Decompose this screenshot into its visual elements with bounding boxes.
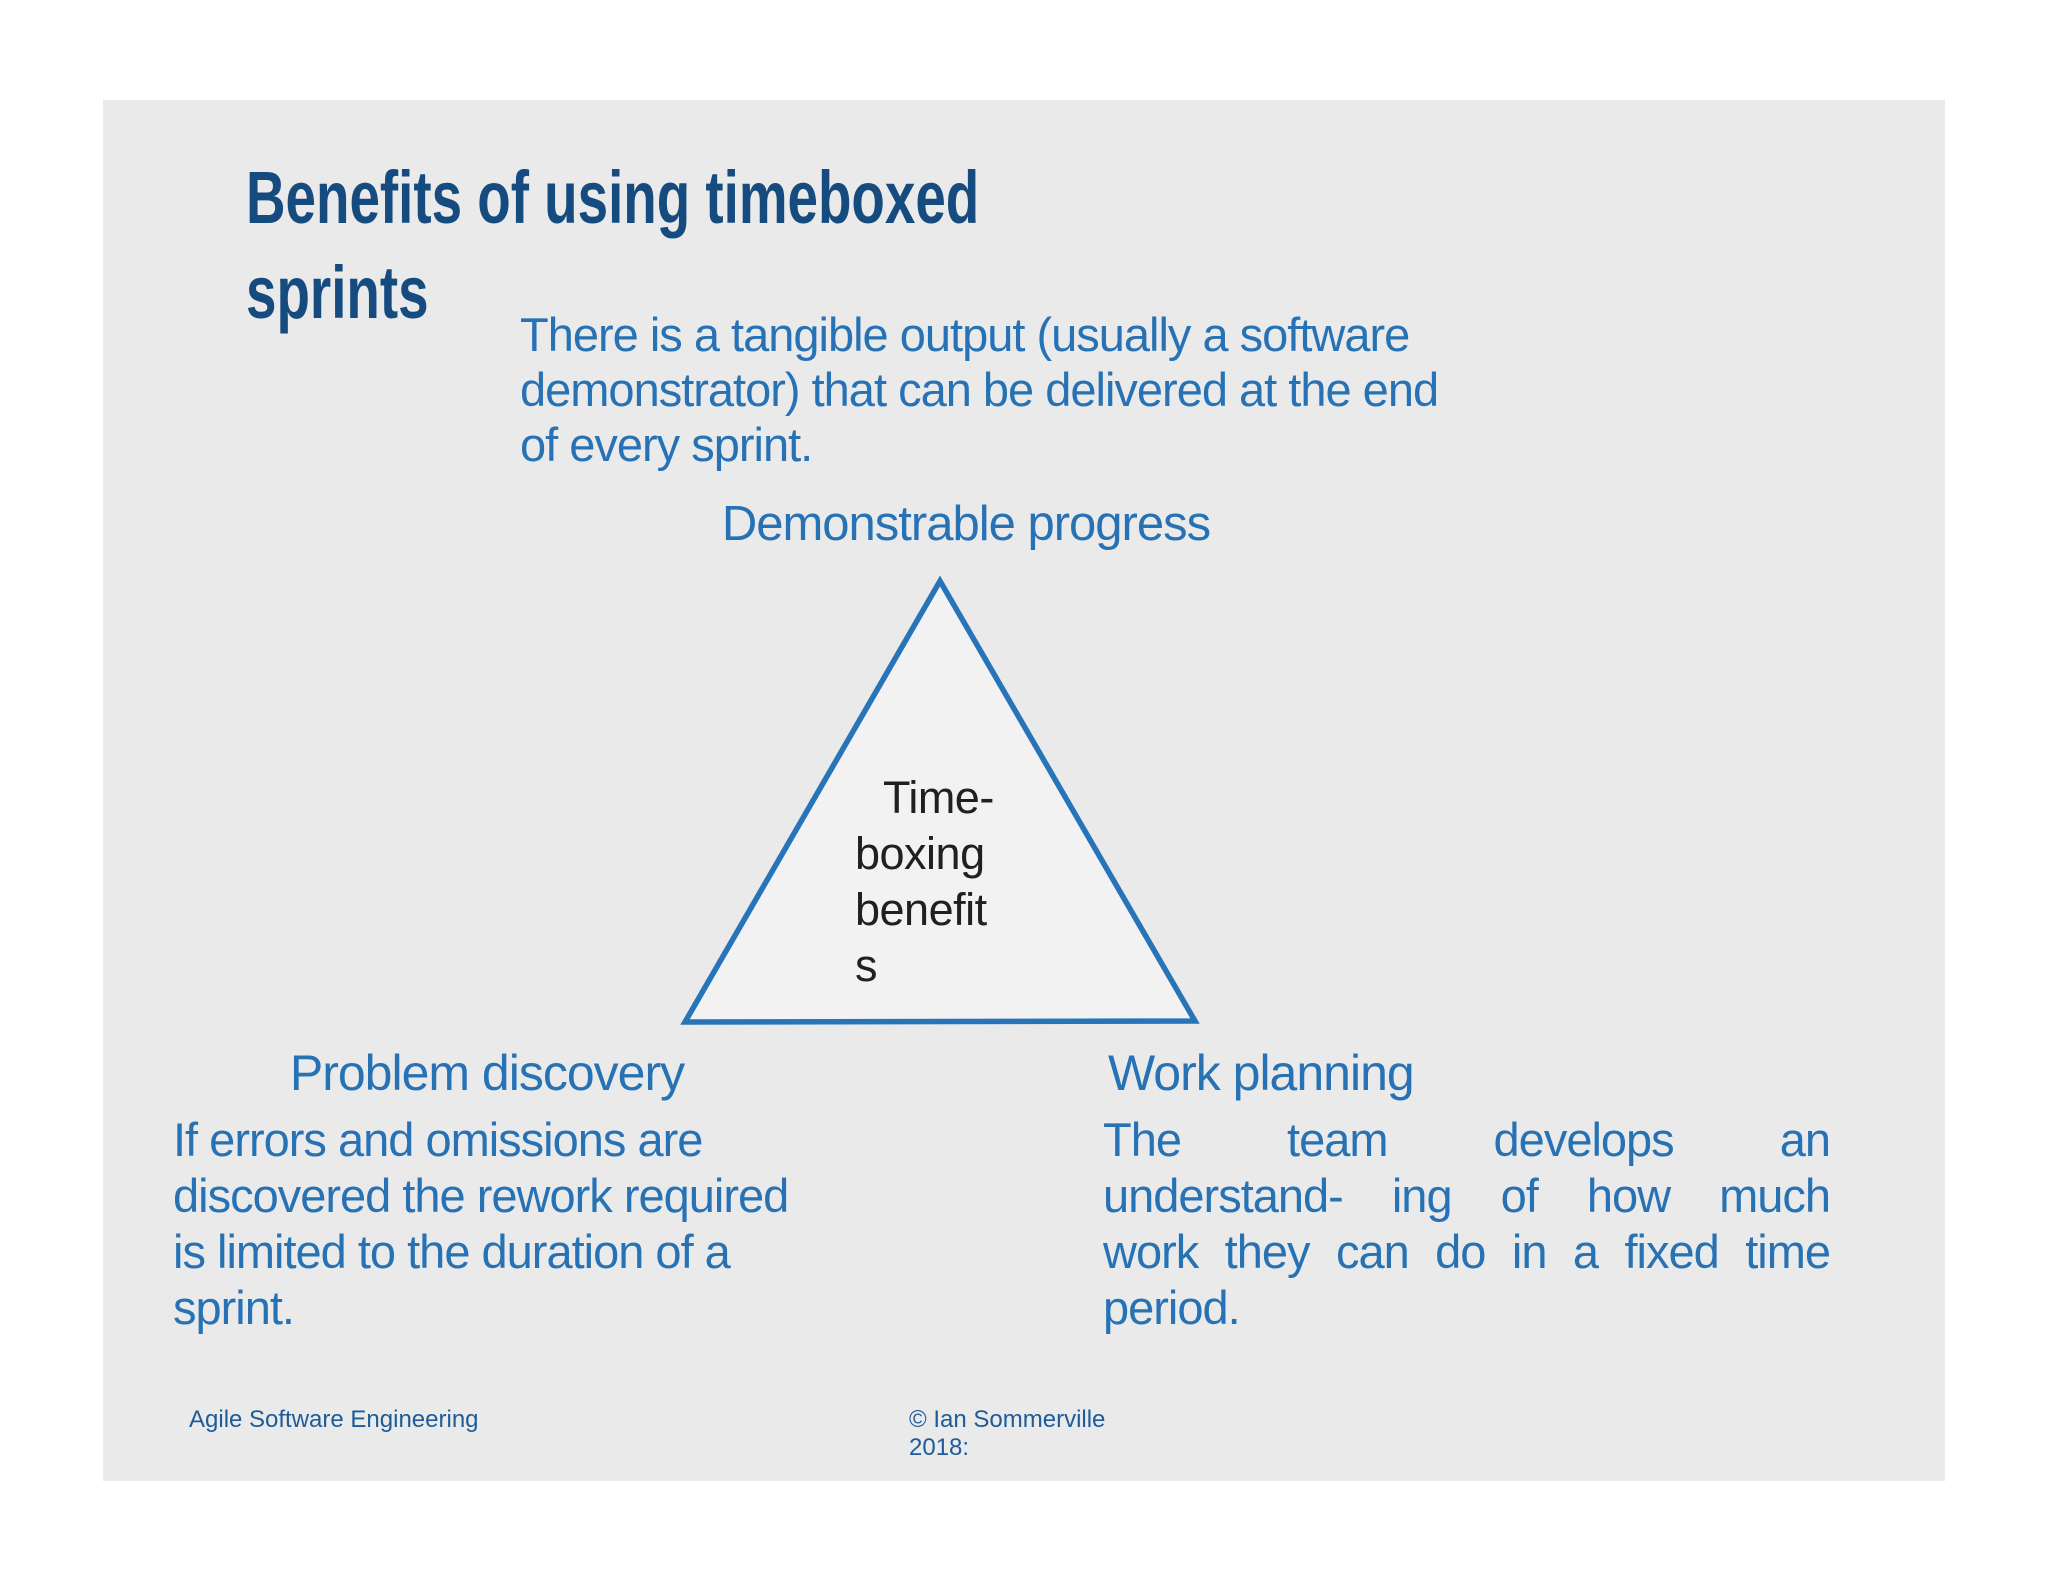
timeboxing-triangle [680,575,1200,1025]
triangle-center-text: Time- boxing benefit s [855,770,1135,994]
triangle-text-line: Time- [883,772,994,823]
slide-canvas: Benefits of using timeboxed sprints Ther… [103,100,1945,1481]
problem-discovery-paragraph: If errors and omissions are discovered t… [173,1113,789,1334]
page-title: Benefits of using timeboxed sprints [246,156,980,334]
work-planning-heading: Work planning [1108,1045,1415,1101]
problem-discovery-heading: Problem discovery [289,1045,685,1101]
intro-paragraph: There is a tangible output (usually a so… [520,308,1439,471]
work-planning-line: work they can do in a fixed time [1103,1225,1831,1278]
work-planning-line: period. [1103,1281,1241,1334]
triangle-text-line: boxing [855,828,985,879]
triangle-label-demonstrable-progress: Demonstrable progress [721,497,1211,551]
work-planning-line: The team develops an [1103,1113,1831,1166]
work-planning-paragraph: The team develops an understand- ing of … [1103,1112,1831,1336]
footer-course-title: Agile Software Engineering [189,1406,479,1433]
triangle-shape [680,575,1200,1025]
work-planning-line: understand- ing of how much [1103,1169,1831,1222]
triangle-text-line: benefit [855,884,987,935]
footer-copyright: © Ian Sommerville 2018: [909,1406,1106,1461]
triangle-text-line: s [855,940,878,991]
